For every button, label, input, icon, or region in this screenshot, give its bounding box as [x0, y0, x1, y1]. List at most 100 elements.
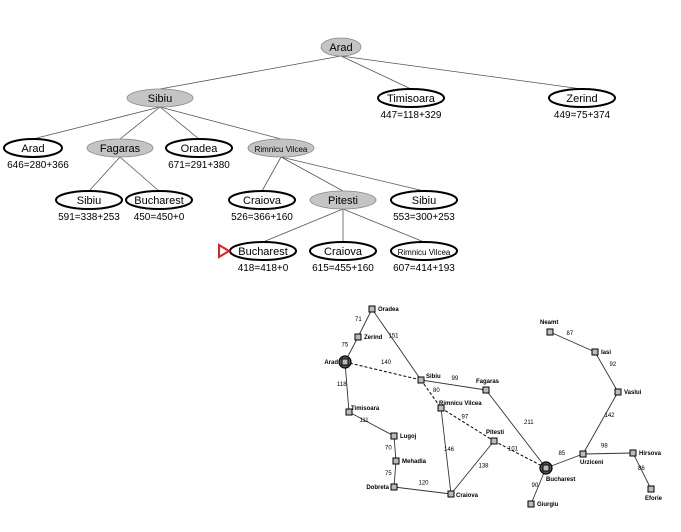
map-city: Fagaras — [476, 379, 500, 394]
city-marker — [629, 449, 637, 457]
tree-node-evaluation: 646=280+366 — [7, 160, 69, 171]
tree-node-label: Fagaras — [100, 143, 141, 155]
tree-edge — [340, 55, 583, 90]
map-city: Arad — [324, 355, 352, 369]
city-marker — [647, 485, 655, 493]
map-road — [582, 391, 619, 455]
tree-node-label: Zerind — [566, 93, 597, 105]
tree-edge — [342, 208, 425, 243]
road-distance-label: 118 — [337, 382, 347, 388]
tree-node: Arad — [320, 37, 362, 57]
road-distance-label: 140 — [381, 360, 392, 366]
tree-node-evaluation: 418=418+0 — [238, 263, 289, 274]
tree-node: Bucharest 418=418+0 — [229, 241, 297, 274]
road-distance-label: 98 — [601, 444, 608, 450]
tree-node-oval — [309, 190, 377, 210]
city-name-label: Eforie — [645, 496, 663, 502]
tree-node-evaluation: 591=338+253 — [58, 212, 120, 223]
city-name-label: Pitesti — [486, 430, 504, 436]
map-road — [440, 407, 452, 495]
tree-node-evaluation: 526=366+160 — [231, 212, 293, 223]
city-marker — [546, 328, 554, 336]
map-road — [344, 361, 350, 413]
tree-node-oval — [548, 88, 616, 108]
road-distance-label: 97 — [462, 415, 469, 421]
tree-node-oval — [228, 190, 296, 210]
tree-node-oval — [86, 138, 154, 158]
tree-edge — [32, 106, 161, 140]
road-distance-label: 111 — [360, 418, 370, 424]
tree-edge — [119, 106, 161, 140]
map-city: Pitesti — [486, 430, 504, 445]
city-marker — [368, 305, 376, 313]
map-road — [357, 308, 373, 338]
road-distance-label: 87 — [567, 331, 574, 337]
tree-node-oval — [390, 190, 458, 210]
map-city: Rimnicu Vilcea — [437, 401, 482, 412]
romania-map-cities: OradeaZerindAradTimisoaraLugojMehadiaDob… — [324, 305, 663, 508]
city-marker — [390, 432, 398, 440]
city-marker — [482, 386, 490, 394]
map-road — [348, 411, 395, 437]
city-marker — [490, 437, 498, 445]
tree-node: Bucharest 450=450+0 — [125, 190, 193, 223]
map-city: Eforie — [645, 485, 663, 502]
tree-node-evaluation: 553=300+253 — [393, 212, 455, 223]
city-marker — [345, 408, 353, 416]
city-marker — [614, 388, 622, 396]
tree-edge — [262, 208, 344, 243]
road-distance-label: 99 — [452, 376, 459, 382]
city-name-label: Giurgiu — [537, 502, 559, 508]
tree-node: Pitesti — [309, 190, 377, 210]
tree-node-label: Craiova — [243, 195, 282, 207]
tree-node-label: Craiova — [324, 246, 363, 258]
tree-node-evaluation: 450=450+0 — [134, 212, 185, 223]
road-distance-label: 146 — [444, 447, 455, 453]
tree-node-label: Sibiu — [77, 195, 101, 207]
tree-node-evaluation: 447=118+329 — [381, 110, 442, 121]
tree-edge — [88, 156, 121, 192]
map-road — [493, 440, 547, 469]
city-name-label: Urziceni — [580, 460, 604, 466]
map-city: Neamt — [540, 320, 558, 336]
tree-edge — [261, 156, 282, 192]
tree-edge — [280, 156, 344, 192]
map-city: Iasi — [591, 348, 611, 356]
tree-edge — [159, 55, 342, 90]
tree-node: Arad 646=280+366 — [3, 138, 69, 171]
tree-node: Rimnicu Vilcea — [247, 138, 315, 158]
map-city: Mehadia — [392, 457, 427, 465]
tree-node-label: Arad — [21, 143, 44, 155]
tree-node-oval — [3, 138, 63, 158]
map-city: Oradea — [368, 305, 399, 313]
tree-node-oval — [165, 138, 233, 158]
map-city: Dobreta — [366, 483, 398, 491]
city-marker — [591, 348, 599, 356]
city-name-label: Timisoara — [351, 406, 380, 412]
tree-node: Fagaras — [86, 138, 154, 158]
tree-node-label: Oradea — [181, 143, 219, 155]
map-road — [393, 460, 397, 488]
road-distance-label: 211 — [524, 420, 534, 426]
city-marker — [392, 457, 400, 465]
tree-node-oval — [126, 88, 194, 108]
tree-node-label: Bucharest — [238, 246, 288, 258]
map-road — [582, 452, 634, 455]
city-name-label: Neamt — [540, 320, 558, 326]
road-distance-label: 92 — [610, 362, 617, 368]
road-distance-label: 85 — [559, 451, 566, 457]
road-distance-label: 101 — [508, 447, 519, 453]
road-distance-label: 86 — [638, 466, 645, 472]
tree-node-evaluation: 615=455+160 — [312, 263, 374, 274]
tree-node: Craiova 615=455+160 — [309, 241, 377, 274]
city-name-label: Fagaras — [476, 379, 500, 385]
tree-node-label: Bucharest — [134, 195, 184, 207]
road-distance-label: 120 — [419, 481, 430, 487]
map-city: Hirsova — [629, 449, 662, 457]
tree-node-oval — [247, 138, 315, 158]
